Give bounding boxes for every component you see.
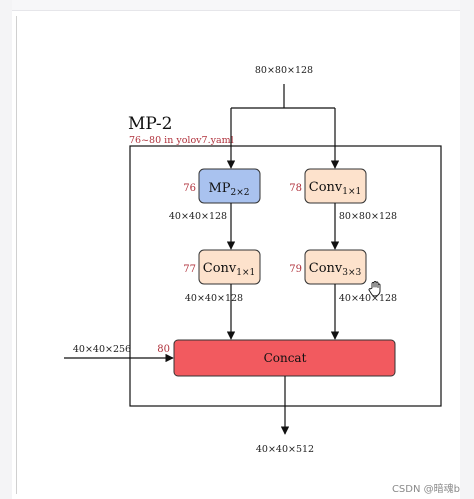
watermark: CSDN @暗魂b (391, 484, 460, 495)
conv-b-out-dim: 80×80×128 (339, 211, 397, 222)
conv-b-node-label: Conv1×1 (309, 180, 362, 197)
side-input-dim-label: 40×40×256 (73, 344, 131, 355)
canvas-top-bar (12, 0, 460, 11)
conv-c-node-label: Conv3×3 (309, 261, 362, 278)
mp-node[interactable] (198, 168, 261, 204)
conv-a-out-dim: 40×40×128 (185, 293, 243, 304)
mp-node-id: 76 (183, 183, 196, 194)
conv-c-out-dim: 40×40×128 (339, 293, 397, 304)
conv-a-node-id: 77 (183, 264, 196, 275)
module-subtitle: 76~80 in yolov7.yaml (129, 135, 234, 146)
mp-node-label: MP2×2 (208, 181, 249, 198)
conv-c-node-id: 79 (289, 264, 302, 275)
mp-out-dim: 40×40×128 (169, 211, 227, 222)
page-left-edge (16, 16, 17, 494)
module-title: MP-2 (128, 114, 172, 134)
concat-node-id: 80 (157, 344, 170, 355)
conv-a-node-label: Conv1×1 (203, 261, 256, 278)
concat-node-label: Concat (264, 351, 307, 365)
output-dim-label: 40×40×512 (256, 444, 314, 455)
conv-b-node-id: 78 (289, 183, 302, 194)
input-dim-label: 80×80×128 (255, 65, 313, 76)
conv-a-node[interactable] (198, 249, 261, 285)
hand-cursor-icon (368, 281, 382, 301)
